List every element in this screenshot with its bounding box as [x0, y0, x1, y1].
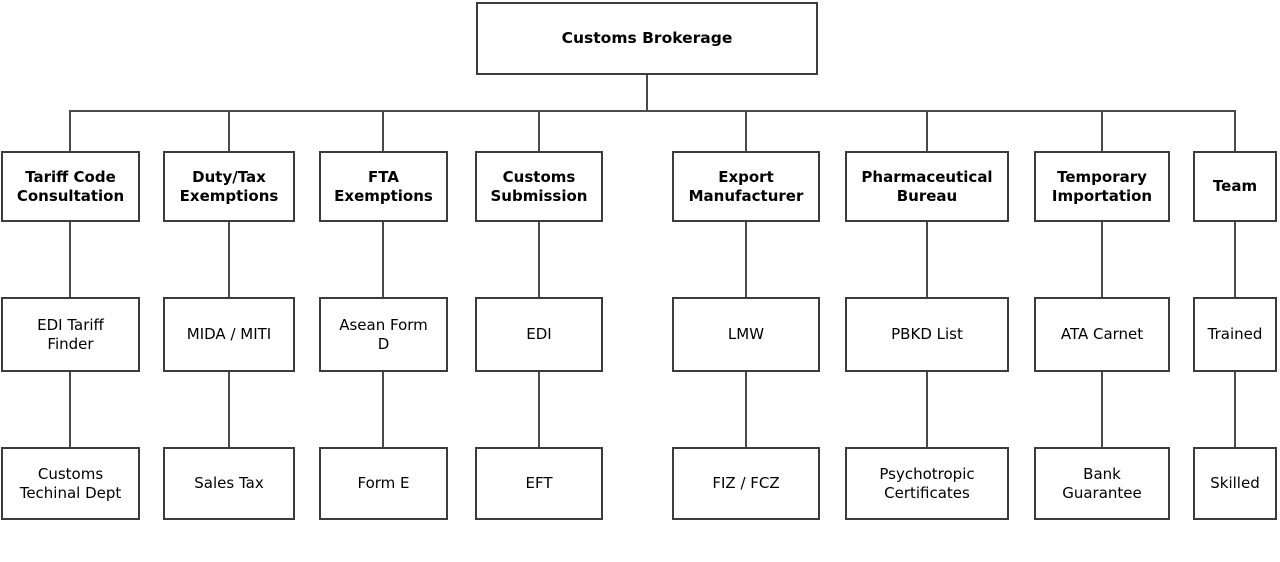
connector-stub [228, 110, 230, 151]
child-node: PBKD List [845, 297, 1009, 372]
column-header-node: Duty/Tax Exemptions [163, 151, 295, 222]
connector-low [745, 372, 747, 447]
root-node: Customs Brokerage [476, 2, 818, 75]
child-node: Psychotropic Certificates [845, 447, 1009, 520]
connector-stub [1234, 110, 1236, 151]
connector-mid [926, 222, 928, 297]
connector-stub [745, 110, 747, 151]
column-header-node: FTA Exemptions [319, 151, 448, 222]
child-node: Bank Guarantee [1034, 447, 1170, 520]
connector-bus [69, 110, 1236, 112]
child-node: FIZ / FCZ [672, 447, 820, 520]
child-node: MIDA / MITI [163, 297, 295, 372]
connector-mid [69, 222, 71, 297]
child-node: Asean Form D [319, 297, 448, 372]
connector-mid [228, 222, 230, 297]
child-node: Form E [319, 447, 448, 520]
column-header-node: Team [1193, 151, 1277, 222]
column-header-node: Temporary Importation [1034, 151, 1170, 222]
column-header-node: Customs Submission [475, 151, 603, 222]
connector-low [1234, 372, 1236, 447]
column-header-node: Export Manufacturer [672, 151, 820, 222]
child-node: EFT [475, 447, 603, 520]
connector-mid [382, 222, 384, 297]
connector-stub [926, 110, 928, 151]
child-node: EDI Tariff Finder [1, 297, 140, 372]
connector-low [382, 372, 384, 447]
child-node: EDI [475, 297, 603, 372]
connector-stub [69, 110, 71, 151]
connector-trunk [646, 75, 648, 112]
child-node: ATA Carnet [1034, 297, 1170, 372]
connector-mid [1234, 222, 1236, 297]
child-node: Skilled [1193, 447, 1277, 520]
child-node: Trained [1193, 297, 1277, 372]
child-node: Customs Techinal Dept [1, 447, 140, 520]
connector-low [538, 372, 540, 447]
column-header-node: Pharmaceutical Bureau [845, 151, 1009, 222]
child-node: Sales Tax [163, 447, 295, 520]
child-node: LMW [672, 297, 820, 372]
connector-stub [538, 110, 540, 151]
connector-mid [538, 222, 540, 297]
connector-mid [745, 222, 747, 297]
connector-low [926, 372, 928, 447]
connector-stub [382, 110, 384, 151]
connector-stub [1101, 110, 1103, 151]
connector-low [228, 372, 230, 447]
column-header-node: Tariff Code Consultation [1, 151, 140, 222]
connector-low [1101, 372, 1103, 447]
connector-low [69, 372, 71, 447]
connector-mid [1101, 222, 1103, 297]
